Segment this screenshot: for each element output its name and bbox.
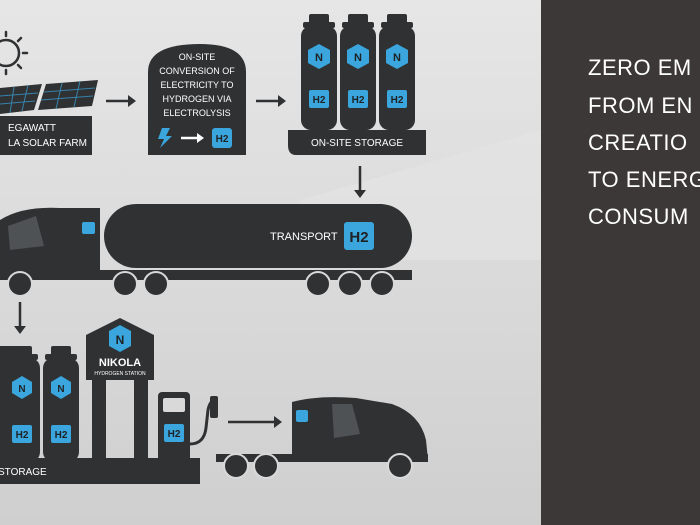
h2-badge-text: H2 [216, 134, 229, 145]
arrow-right-icon [256, 95, 286, 107]
svg-text:N: N [116, 333, 125, 347]
station-tank-2-label: H2 [55, 430, 68, 441]
tank-1-label: H2 [313, 95, 326, 106]
solar-label-line-1: EGAWATT [8, 123, 56, 134]
station-storage: N N H2 H2 STORAGE [0, 346, 200, 484]
nikola-brand: NIKOLA [99, 357, 141, 369]
tank-2-label: H2 [352, 95, 365, 106]
h2-badge-icon [212, 128, 232, 148]
conversion-line-5: ELECTROLYSIS [163, 108, 230, 118]
side-panel: ZERO EM FROM EN CREATIO TO ENERG CONSUM [541, 0, 700, 525]
nikola-subtitle: HYDROGEN STATION [94, 371, 146, 377]
h2-transport-badge-icon [344, 222, 374, 250]
nozzle-icon [210, 396, 218, 418]
storage-top-label: ON-SITE STORAGE [311, 138, 403, 149]
solar-panel-icon [0, 80, 98, 114]
side-line-3: CREATIO [588, 130, 688, 155]
hydrogen-transport-truck: TRANSPORT H2 [0, 204, 412, 297]
tank-3-label: H2 [391, 95, 404, 106]
solar-farm-label: EGAWATT LA SOLAR FARM [0, 116, 92, 155]
svg-text:N: N [18, 384, 25, 395]
side-line-5: CONSUM [588, 204, 689, 229]
station-tank-1-label: H2 [16, 430, 29, 441]
transport-label: TRANSPORT [270, 231, 338, 243]
arrow-right-icon [228, 416, 282, 428]
nikola-logo-icon [109, 325, 131, 352]
sun-icon [0, 30, 29, 76]
arrow-right-small-icon [181, 133, 204, 143]
svg-text:N: N [393, 52, 401, 64]
arrow-right-icon [106, 95, 136, 107]
pump-h2-label: H2 [168, 429, 181, 440]
svg-text:N: N [315, 52, 323, 64]
nikola-truck [216, 397, 428, 479]
lightning-icon [158, 128, 172, 148]
side-line-4: TO ENERG [588, 167, 700, 192]
svg-text:N: N [57, 384, 64, 395]
storage-top: N N N H2 H2 H2 ON-SITE STORAGE [288, 14, 426, 155]
side-line-2: FROM EN [588, 93, 693, 118]
electrolysis-box: ON-SITE CONVERSION OF ELECTRICITY TO HYD… [148, 44, 246, 155]
conversion-line-4: HYDROGEN VIA [162, 94, 231, 104]
conversion-line-2: CONVERSION OF [159, 66, 235, 76]
conversion-line-3: ELECTRICITY TO [160, 80, 233, 90]
nikola-station-sign: N NIKOLA HYDROGEN STATION [86, 318, 154, 460]
side-line-1: ZERO EM [588, 55, 692, 80]
truck-wheels [7, 271, 395, 297]
arrow-down-icon [14, 302, 26, 334]
nikola-logo-icon: N N N [308, 44, 408, 69]
svg-text:N: N [354, 52, 362, 64]
transport-badge-text: H2 [349, 229, 368, 246]
station-storage-label: STORAGE [0, 467, 47, 478]
solar-label-line-2: LA SOLAR FARM [8, 138, 87, 149]
hydrogen-pump: H2 [158, 392, 218, 462]
arrow-down-icon [354, 166, 366, 198]
conversion-line-1: ON-SITE [179, 52, 216, 62]
